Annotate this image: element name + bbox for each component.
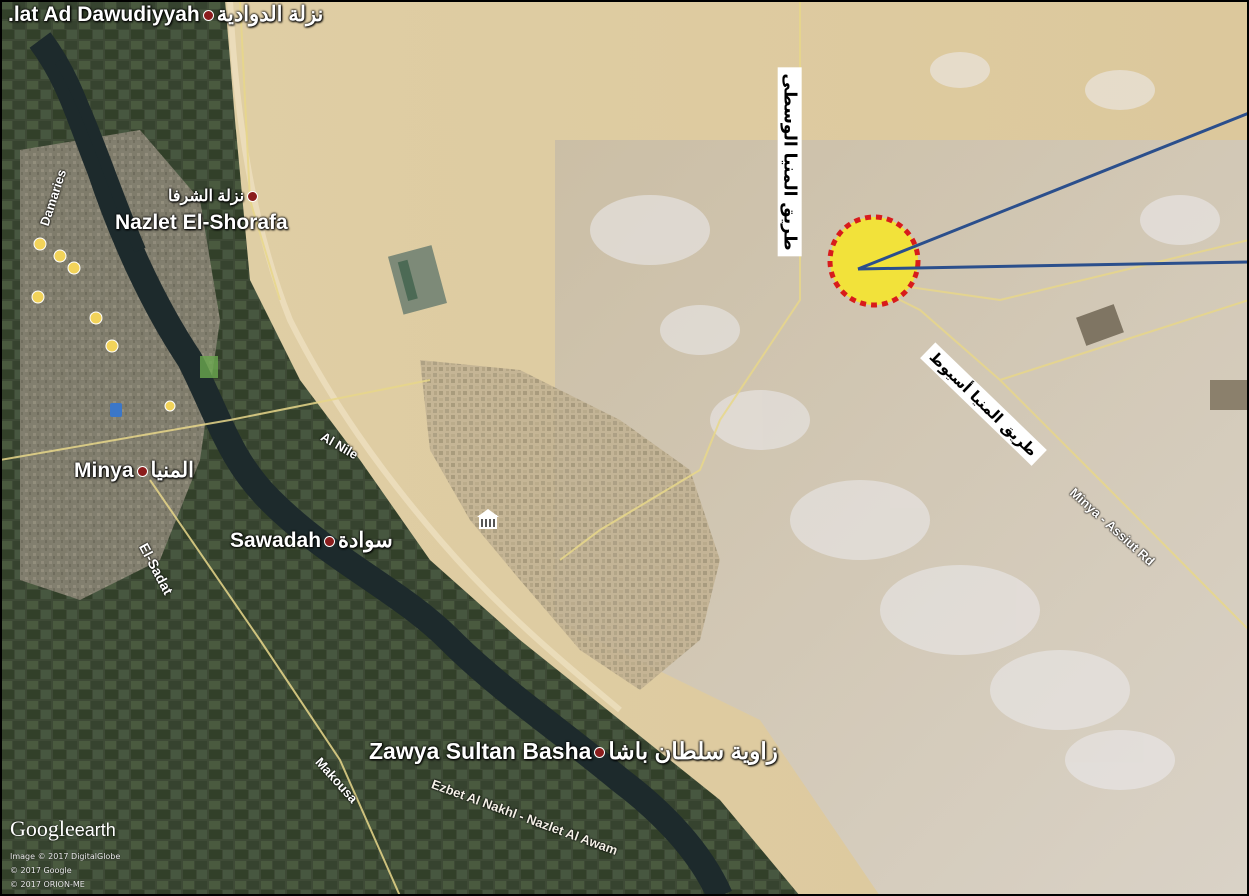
place-pin-icon	[324, 535, 336, 547]
location-marker[interactable]	[827, 214, 921, 308]
pointer-line-top	[857, 111, 1249, 271]
callout-middle-minya-road: طريق المنيا الوسطى	[777, 67, 802, 257]
pointer-line-bottom	[857, 260, 1249, 271]
transit-icon	[110, 403, 122, 417]
orion-credit: © 2017 ORION-ME	[10, 880, 85, 889]
place-pin-icon	[247, 191, 259, 203]
imagery-credit: Image © 2017 DigitalGlobe	[10, 852, 121, 861]
google-credit: © 2017 Google	[10, 866, 72, 875]
place-label-nazlet-shorafa-ar[interactable]: نزلة الشرفا	[168, 186, 261, 206]
place-pin-icon	[136, 465, 148, 477]
place-pin-icon	[202, 9, 214, 21]
google-earth-logo: Googleearth	[10, 816, 116, 841]
place-pin-icon	[594, 747, 606, 759]
poi-icons	[31, 237, 176, 412]
museum-icon	[477, 509, 499, 529]
place-label-nazlet-shorafa[interactable]: Nazlet El-Shorafa	[115, 211, 288, 234]
